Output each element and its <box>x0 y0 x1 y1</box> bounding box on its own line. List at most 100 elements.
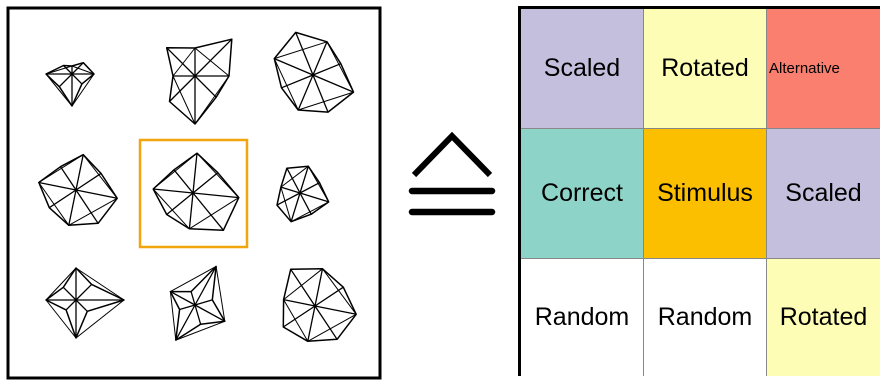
glyph-spoke <box>58 73 73 88</box>
glyph-facet <box>307 166 330 203</box>
glyph-spoke <box>312 74 354 93</box>
glyph-facet <box>38 182 70 226</box>
glyph-spoke <box>194 299 213 306</box>
glyph-spoke <box>166 47 196 77</box>
glyph-facet <box>194 75 230 125</box>
star-glyph-icon <box>45 267 125 339</box>
legend-cell: Scaled <box>521 9 644 129</box>
glyph-spoke <box>290 268 316 307</box>
legend-grid: Scaled Rotated Alternative Correct Stimu… <box>518 6 880 376</box>
glyph-facet <box>290 201 329 223</box>
glyph-facet <box>280 165 309 188</box>
glyph-spoke <box>75 172 102 191</box>
glyph-facet <box>45 299 77 339</box>
legend-cell: Alternative <box>767 9 880 129</box>
legend-cell-label: Random <box>657 303 753 331</box>
glyph-facet <box>322 268 357 315</box>
legend-cell: Scaled <box>767 129 880 259</box>
glyph-spoke <box>297 74 314 111</box>
glyph-facet <box>71 65 95 75</box>
star-glyph-icon <box>38 153 118 227</box>
legend-cell: Stimulus <box>644 129 767 259</box>
legend-cell: Random <box>521 259 644 376</box>
glyph-facet <box>189 197 240 230</box>
glyph-facet <box>194 47 230 77</box>
legend-cell-label: Rotated <box>661 54 749 82</box>
glyph-spoke <box>192 192 239 199</box>
glyph-facet <box>75 267 125 301</box>
glyph-spoke <box>314 268 324 307</box>
glyph-facet <box>274 41 328 60</box>
glyph-facet <box>75 299 125 339</box>
star-glyph-icon <box>169 265 226 341</box>
glyph-spoke <box>169 75 196 102</box>
glyph-spoke <box>75 154 84 191</box>
legend-cell: Correct <box>521 129 644 259</box>
glyph-spoke <box>190 291 196 306</box>
glyph-spoke <box>312 74 329 113</box>
glyph-facet <box>45 73 73 107</box>
glyph-facet <box>45 267 77 301</box>
legend-cell-label: Stimulus <box>657 179 753 207</box>
legend-cell-label: Random <box>534 303 630 331</box>
glyph-spoke <box>192 172 219 194</box>
glyph-facet <box>298 91 354 111</box>
glyph-spoke <box>290 192 301 222</box>
glyph-spoke <box>312 41 328 76</box>
glyph-spoke <box>299 182 320 194</box>
star-glyph-icon <box>45 61 95 107</box>
glyph-spoke <box>71 73 83 85</box>
glyph-spoke <box>194 75 217 98</box>
stimulus-highlight-box <box>138 138 249 249</box>
glyph-facet <box>326 41 354 93</box>
equals-with-hat-icon <box>408 131 496 216</box>
glyph-spoke <box>38 181 77 191</box>
glyph-facet <box>307 313 357 342</box>
glyph-spoke <box>194 304 226 322</box>
hat-stroke <box>411 131 493 178</box>
glyph-spoke <box>280 186 301 194</box>
glyph-spoke <box>63 65 73 75</box>
glyph-spoke <box>75 283 93 301</box>
glyph-spoke <box>314 305 357 315</box>
glyph-facet <box>152 188 190 230</box>
glyph-facet <box>215 266 226 322</box>
glyph-spoke <box>194 38 233 77</box>
glyph-facet <box>283 299 309 342</box>
star-glyph-icon <box>165 38 233 125</box>
glyph-facet <box>172 75 196 125</box>
glyph-spoke <box>192 153 198 194</box>
glyph-spoke <box>173 169 194 194</box>
glyph-spoke <box>188 192 194 229</box>
glyph-spoke <box>286 167 301 194</box>
star-glyph-icon <box>276 165 330 223</box>
glyph-spoke <box>299 192 312 215</box>
glyph-spoke <box>170 291 196 306</box>
star-glyph-icon <box>152 152 240 231</box>
legend-cell-label: Correct <box>541 179 623 207</box>
glyph-facet <box>71 73 95 107</box>
glyph-spoke <box>62 286 77 301</box>
legend-cell-label: Scaled <box>543 54 621 82</box>
glyph-facet <box>68 197 118 226</box>
glyph-facet <box>38 154 84 183</box>
glyph-facet <box>152 152 198 190</box>
glyph-spoke <box>274 58 314 76</box>
glyph-spoke <box>282 305 316 328</box>
glyph-spoke <box>68 189 77 226</box>
glyph-spoke <box>307 305 316 342</box>
glyph-spoke <box>75 299 88 312</box>
glyph-spoke <box>59 166 77 191</box>
glyph-spoke <box>179 304 196 311</box>
legend-cell: Random <box>644 259 767 376</box>
glyph-facet <box>45 65 73 75</box>
glyph-spoke <box>312 63 342 76</box>
glyph-facet <box>196 152 240 198</box>
glyph-facet <box>273 58 299 111</box>
glyph-spoke <box>314 305 338 340</box>
glyph-spoke <box>276 192 301 206</box>
glyph-matrix <box>6 6 382 380</box>
glyph-spoke <box>192 192 224 231</box>
glyph-spoke <box>75 189 118 199</box>
star-glyph-icon <box>273 31 355 113</box>
